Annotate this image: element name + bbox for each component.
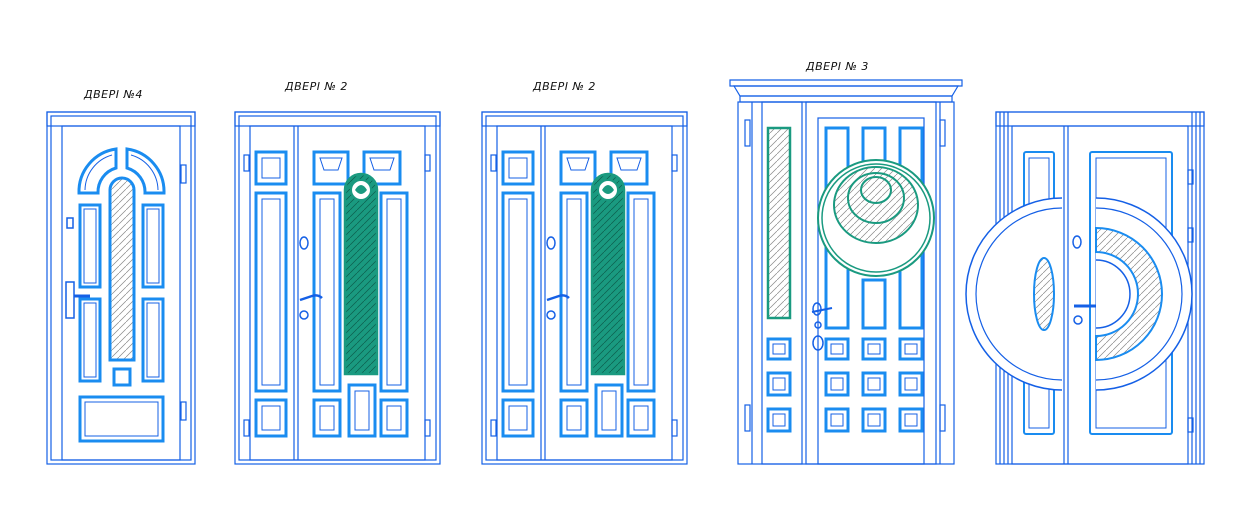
door-2b-title: ДВЕРІ № 2 — [533, 80, 596, 93]
door-2b — [480, 110, 689, 466]
door-4 — [46, 111, 196, 465]
door-2a-title: ДВЕРІ № 2 — [285, 80, 348, 93]
door-semicircle — [965, 111, 1205, 465]
door-3 — [729, 79, 963, 465]
door-3-title: ДВЕРІ № 3 — [806, 60, 869, 73]
door-4-title: ДВЕРІ №4 — [84, 88, 143, 101]
door-2a — [234, 111, 441, 465]
